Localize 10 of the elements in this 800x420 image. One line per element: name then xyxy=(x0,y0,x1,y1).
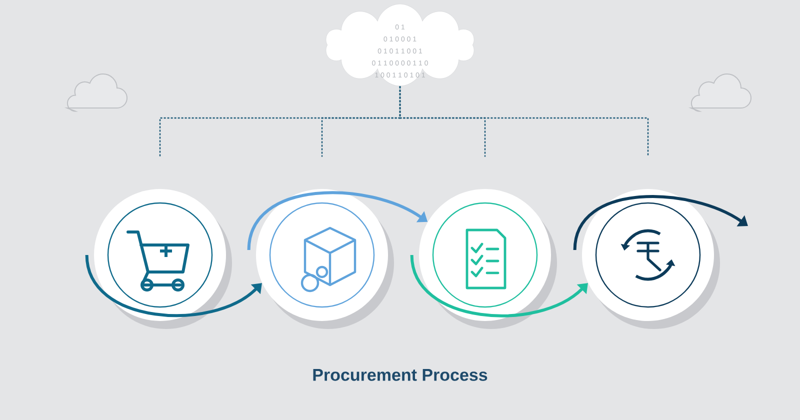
curved-arrow xyxy=(85,254,262,318)
curved-arrow xyxy=(410,254,588,318)
icon-circle xyxy=(582,189,720,329)
dashed-connector xyxy=(399,86,649,157)
curved-arrow xyxy=(573,195,748,250)
cloud-shape xyxy=(326,4,474,86)
icon-circle xyxy=(94,189,232,329)
icon-circle xyxy=(419,189,557,329)
icon-circle xyxy=(256,189,394,329)
title: Procurement Process xyxy=(313,369,488,381)
